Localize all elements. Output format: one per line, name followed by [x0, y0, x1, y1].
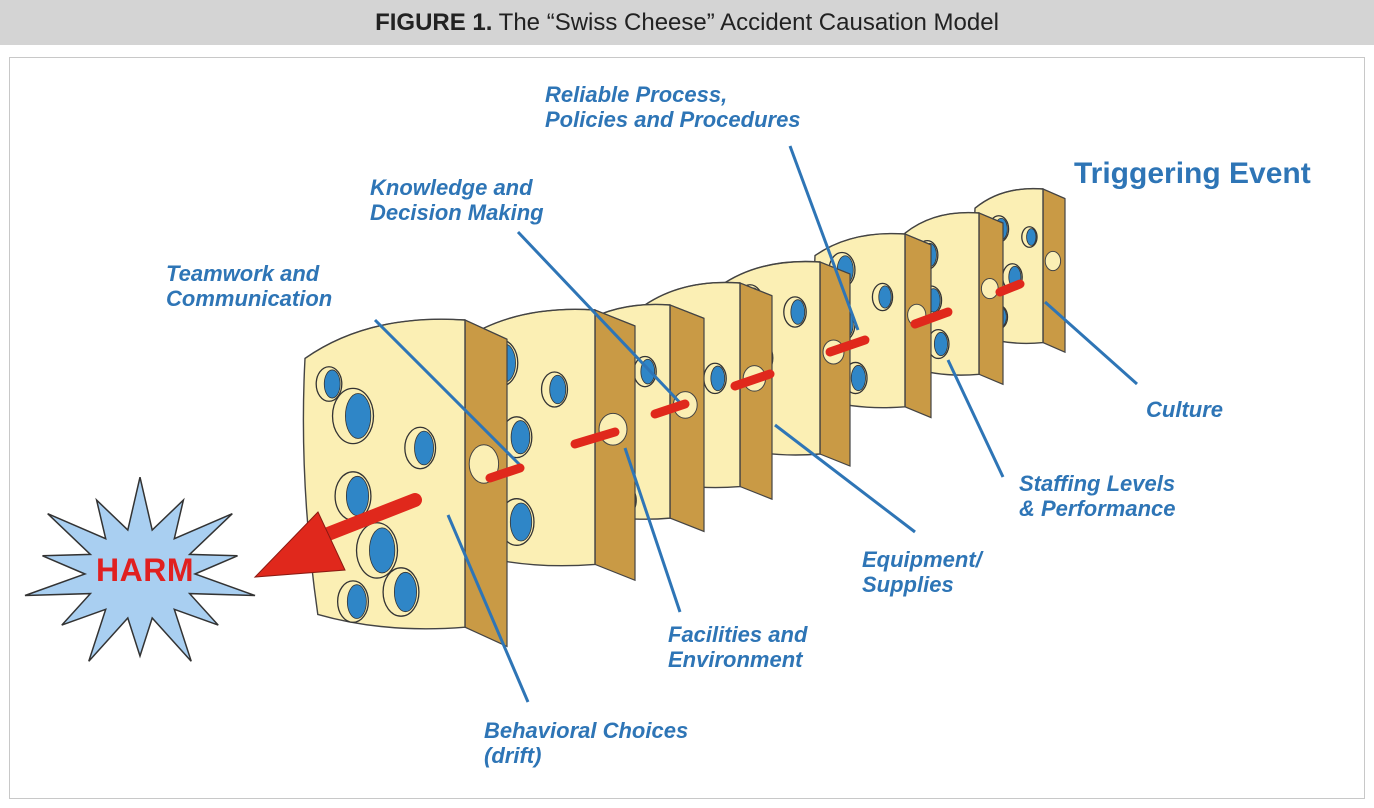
cheese-side-notch: [980, 278, 999, 300]
cheese-hole-blue: [509, 502, 533, 542]
cheese-hole-blue: [323, 369, 341, 399]
harm-label: HARM: [96, 552, 194, 588]
figure-title-bar: FIGURE 1. The “Swiss Cheese” Accident Ca…: [0, 0, 1374, 45]
red-arrow-segment: [910, 307, 953, 329]
pointer-line: [946, 359, 1005, 478]
pointer-line: [1044, 300, 1138, 386]
label-teamwork: Teamwork and Communication: [166, 261, 333, 311]
cheese-slice: [302, 318, 508, 648]
pointer-line: [373, 318, 522, 467]
red-arrow-segment: [995, 279, 1025, 297]
cheese-slice-top: [904, 211, 1004, 234]
red-arrow-segment: [485, 463, 525, 483]
pointer-line: [774, 423, 916, 534]
cheese-hole-blue: [369, 527, 396, 574]
cheese-hole-blue: [393, 571, 417, 613]
figure-title: The “Swiss Cheese” Accident Causation Mo…: [498, 9, 999, 36]
figure-frame: [9, 57, 1365, 799]
pointer-line: [446, 514, 530, 703]
cheese-slice-top: [814, 232, 932, 257]
cheese-hole-blue: [878, 285, 892, 309]
pointer-line: [516, 230, 687, 410]
red-arrow-segment: [570, 427, 620, 449]
cheese-side-notch: [1044, 250, 1062, 272]
cheese-slice-top: [304, 318, 508, 359]
pointer-line: [788, 145, 860, 331]
label-triggering-event: Triggering Event: [1074, 157, 1311, 190]
label-facilities: Facilities and Environment: [668, 622, 808, 672]
label-equipment: Equipment/ Supplies: [862, 547, 982, 597]
label-knowledge: Knowledge and Decision Making: [370, 175, 544, 225]
red-arrow-segment: [730, 369, 775, 391]
cheese-hole-blue: [710, 365, 726, 392]
pointer-lines: [373, 145, 1138, 703]
label-culture: Culture: [1146, 397, 1223, 422]
cheese-hole-blue: [345, 475, 369, 517]
cheese-hole-blue: [850, 364, 866, 392]
cheese-hole-blue: [346, 584, 367, 619]
cheese-hole-blue: [510, 420, 531, 455]
label-behavioral: Behavioral Choices (drift): [484, 718, 689, 768]
cheese-hole-blue: [549, 374, 567, 405]
pointer-line: [623, 447, 682, 613]
cheese-hole-blue: [1026, 228, 1037, 246]
cheese-slice-top: [719, 260, 851, 287]
cheese-slice-top: [639, 281, 773, 309]
cheese-slice-top: [974, 188, 1066, 209]
red-arrow-segment: [825, 335, 870, 357]
cheese-hole-blue: [345, 393, 372, 439]
label-staffing: Staffing Levels & Performance: [1019, 471, 1176, 521]
red-arrow-segment: [650, 399, 690, 419]
red-arrow-head: [253, 511, 346, 578]
harm-starburst: [24, 477, 256, 662]
cheese-hole-blue: [933, 331, 948, 357]
label-reliable-process: Reliable Process, Policies and Procedure…: [545, 82, 801, 132]
figure-number: FIGURE 1.: [375, 9, 493, 36]
cheese-hole-blue: [414, 430, 434, 466]
cheese-hole-blue: [790, 299, 806, 325]
cheese-slices: [302, 187, 1066, 648]
